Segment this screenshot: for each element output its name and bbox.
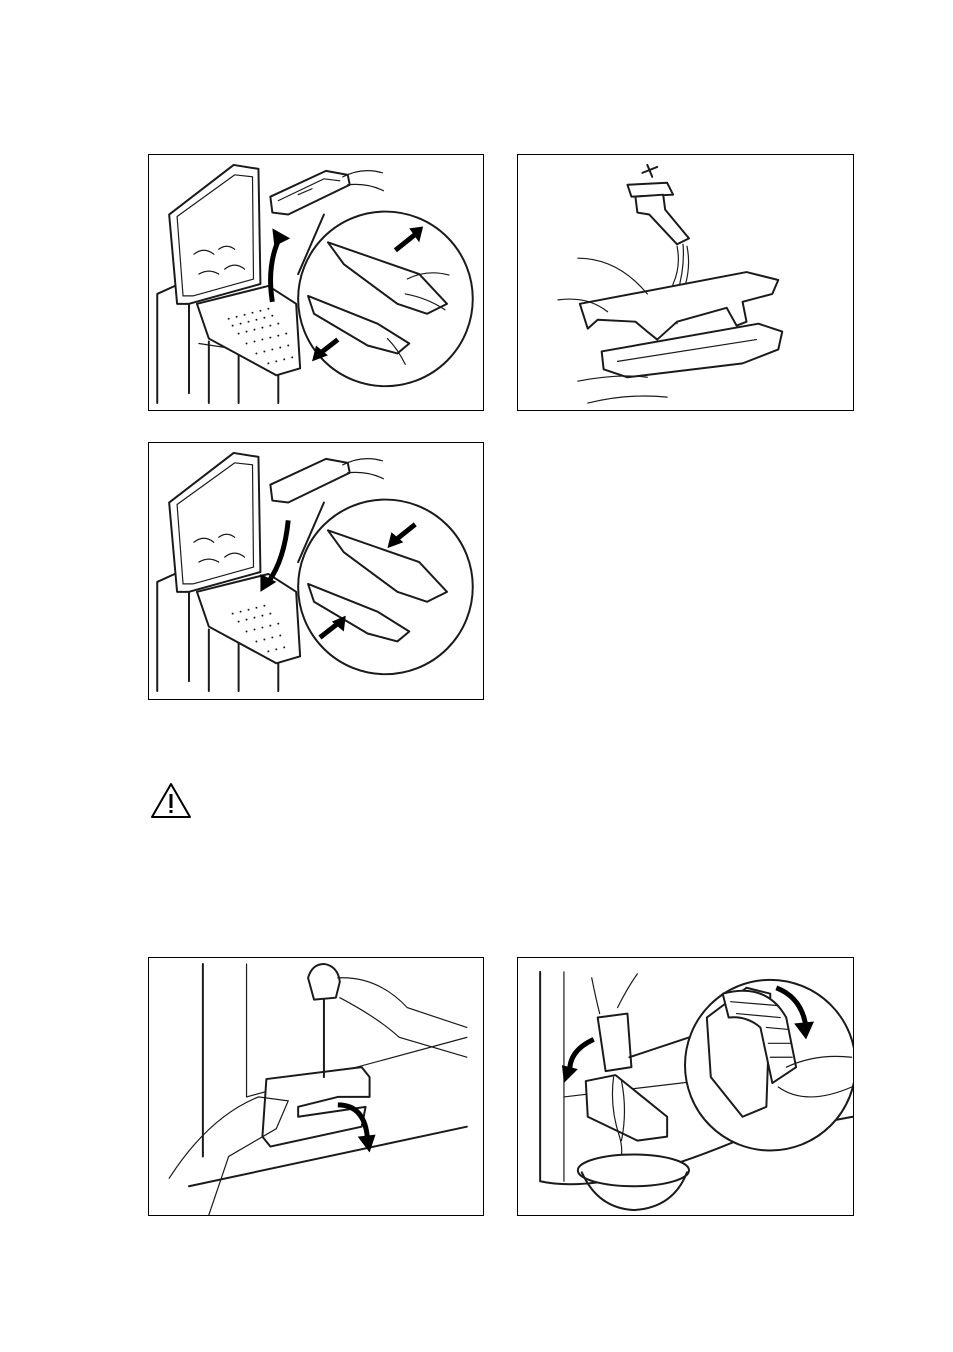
warning-triangle-icon <box>149 781 193 821</box>
pump-filter-icon <box>598 1014 632 1072</box>
figure-rinse-under-tap <box>517 154 854 411</box>
figure-remove-dispenser <box>148 154 484 411</box>
open-pump-flap-illustration <box>149 958 483 1215</box>
tap-icon <box>627 183 673 197</box>
figure-drain-pump-filter <box>517 957 854 1216</box>
rinse-under-tap-illustration <box>518 155 853 410</box>
bowl-icon <box>578 1154 689 1186</box>
drain-pump-filter-illustration <box>518 958 853 1215</box>
figure-reinsert-dispenser <box>148 442 484 700</box>
reinsert-dispenser-illustration <box>149 443 483 699</box>
figure-open-pump-flap <box>148 957 484 1216</box>
remove-dispenser-illustration <box>149 155 483 410</box>
